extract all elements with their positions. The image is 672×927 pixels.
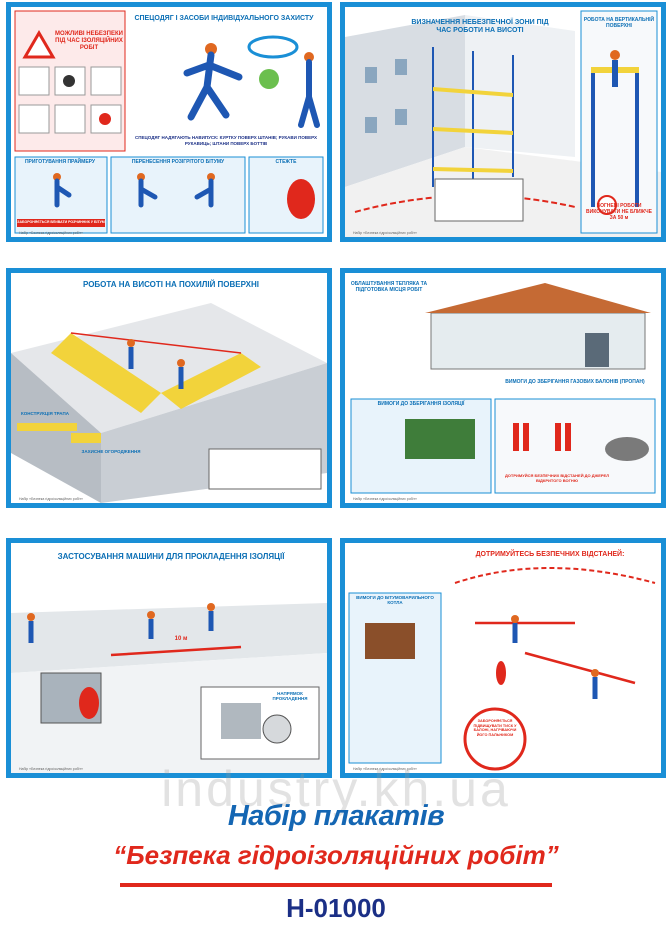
poster-height-zone-title: ВИЗНАЧЕННЯ НЕБЕЗПЕЧНОЇ ЗОНИ ПІД ЧАС РОБО… [411, 19, 549, 34]
poster-machine-footer: Набір «Безпека гідроізоляційних робіт» [19, 767, 83, 771]
poster-distances-label1: ВИМОГИ ДО БІТУМОВАРИЛЬНОГО КОТЛА [356, 595, 434, 605]
poster-machine: ЗАСТОСУВАННЯ МАШИНИ ДЛЯ ПРОКЛАДЕННЯ ІЗОЛ… [6, 538, 332, 778]
subtitle-underline [120, 883, 552, 887]
poster-sloped-roof-label2: ЗАХИСНЕ ОГОРОДЖЕННЯ [81, 449, 141, 454]
poster-height-zone-illustration [345, 10, 661, 237]
poster-storage-label3: ДОТРИМУЙСЯ БЕЗПЕЧНИХ ВІДСТАНЕЙ ДО ДЖЕРЕЛ… [504, 473, 610, 483]
poster-sloped-roof: РОБОТА НА ВИСОТІ НА ПОХИЛІЙ ПОВЕРХНІ КОН… [6, 268, 332, 508]
poster-ppe-illustration [14, 10, 324, 234]
poster-ppe-title: СПЕЦОДЯГ І ЗАСОБИ ІНДИВІДУАЛЬНОГО ЗАХИСТ… [134, 15, 314, 22]
poster-machine-title: ЗАСТОСУВАННЯ МАШИНИ ДЛЯ ПРОКЛАДЕННЯ ІЗОЛ… [57, 552, 285, 561]
poster-height-zone-note: ВОГНЕВІ РОБОТИ ВИКОНУВАТИ НЕ БЛИЖЧЕ ЗА 5… [586, 203, 652, 221]
poster-distances-forbid: ЗАБОРОНЯЄТЬСЯ ПІДВИЩУВАТИ ТИСК У БАЛОНІ,… [473, 719, 517, 737]
poster-height-zone: ВИЗНАЧЕННЯ НЕБЕЗПЕЧНОЇ ЗОНИ ПІД ЧАС РОБО… [340, 2, 666, 242]
poster-storage-footer: Набір «Безпека гідроізоляційних робіт» [353, 497, 417, 501]
poster-machine-label1: НАПРЯМОК ПРОКЛАДЕННЯ [272, 691, 308, 701]
poster-ppe-sub3: СТЕЖТЕ [275, 159, 297, 165]
poster-storage-label2: ВИМОГИ ДО ЗБЕРІГАННЯ ГАЗОВИХ БАЛОНІВ (ПР… [505, 379, 645, 385]
poster-height-zone-footer: Набір «Безпека гідроізоляційних робіт» [353, 231, 417, 235]
poster-sloped-roof-label1: КОНСТРУКЦІЯ ТРАПА [21, 411, 69, 416]
poster-sloped-roof-illustration [11, 303, 327, 503]
watermark: industry.kh.ua [161, 761, 511, 817]
poster-ppe: СПЕЦОДЯГ І ЗАСОБИ ІНДИВІДУАЛЬНОГО ЗАХИСТ… [6, 2, 332, 242]
poster-height-zone-side-title: РОБОТА НА ВЕРТИКАЛЬНІЙ ПОВЕРХНІ [583, 17, 655, 29]
poster-distances: ДОТРИМУЙТЕСЬ БЕЗПЕЧНИХ ВІДСТАНЕЙ: ВИМОГИ… [340, 538, 666, 778]
poster-ppe-sub2: ПЕРЕНЕСЕННЯ РОЗІГРІТОГО БІТУМУ [131, 159, 225, 165]
poster-distances-footer: Набір «Безпека гідроізоляційних робіт» [353, 767, 417, 771]
product-code: Н-01000 [286, 893, 386, 923]
poster-ppe-footer: Набір «Безпека гідроізоляційних робіт» [19, 231, 83, 235]
poster-ppe-sub1: ПРИГОТУВАННЯ ПРАЙМЕРУ [24, 159, 96, 165]
poster-storage-title: ОБЛАШТУВАННЯ ТЕПЛЯКА ТА ПІДГОТОВКА МІСЦЯ… [350, 281, 428, 293]
poster-distances-illustration [348, 567, 656, 771]
poster-storage-label1: ВИМОГИ ДО ЗБЕРІГАННЯ ІЗОЛЯЦІЇ [377, 401, 465, 407]
poster-sloped-roof-title: РОБОТА НА ВИСОТІ НА ПОХИЛІЙ ПОВЕРХНІ [82, 280, 260, 289]
poster-ppe-note: СПЕЦОДЯГ НАДЯГАЮТЬ НАВИПУСК: КУРТКУ ПОВЕ… [135, 135, 317, 146]
poster-storage: ОБЛАШТУВАННЯ ТЕПЛЯКА ТА ПІДГОТОВКА МІСЦЯ… [340, 268, 666, 508]
poster-distances-title: ДОТРИМУЙТЕСЬ БЕЗПЕЧНИХ ВІДСТАНЕЙ: [475, 551, 625, 558]
poster-machine-illustration [11, 603, 327, 773]
poster-ppe-warning: МОЖЛИВІ НЕБЕЗПЕКИ ПІД ЧАС ІЗОЛЯЦІЙНИХ РО… [55, 31, 123, 51]
poster-machine-distance: 10 м [174, 636, 188, 642]
set-title: Набір плакатів [227, 800, 445, 832]
poster-storage-illustration [350, 283, 656, 494]
poster-sloped-roof-footer: Набір «Безпека гідроізоляційних робіт» [19, 497, 83, 501]
set-subtitle: “Безпека гідроізоляційних робіт” [113, 840, 559, 870]
poster-ppe-forbid: ЗАБОРОНЯЄТЬСЯ ВЛИВАТИ РОЗЧИННИК У БІТУМ [17, 220, 105, 224]
